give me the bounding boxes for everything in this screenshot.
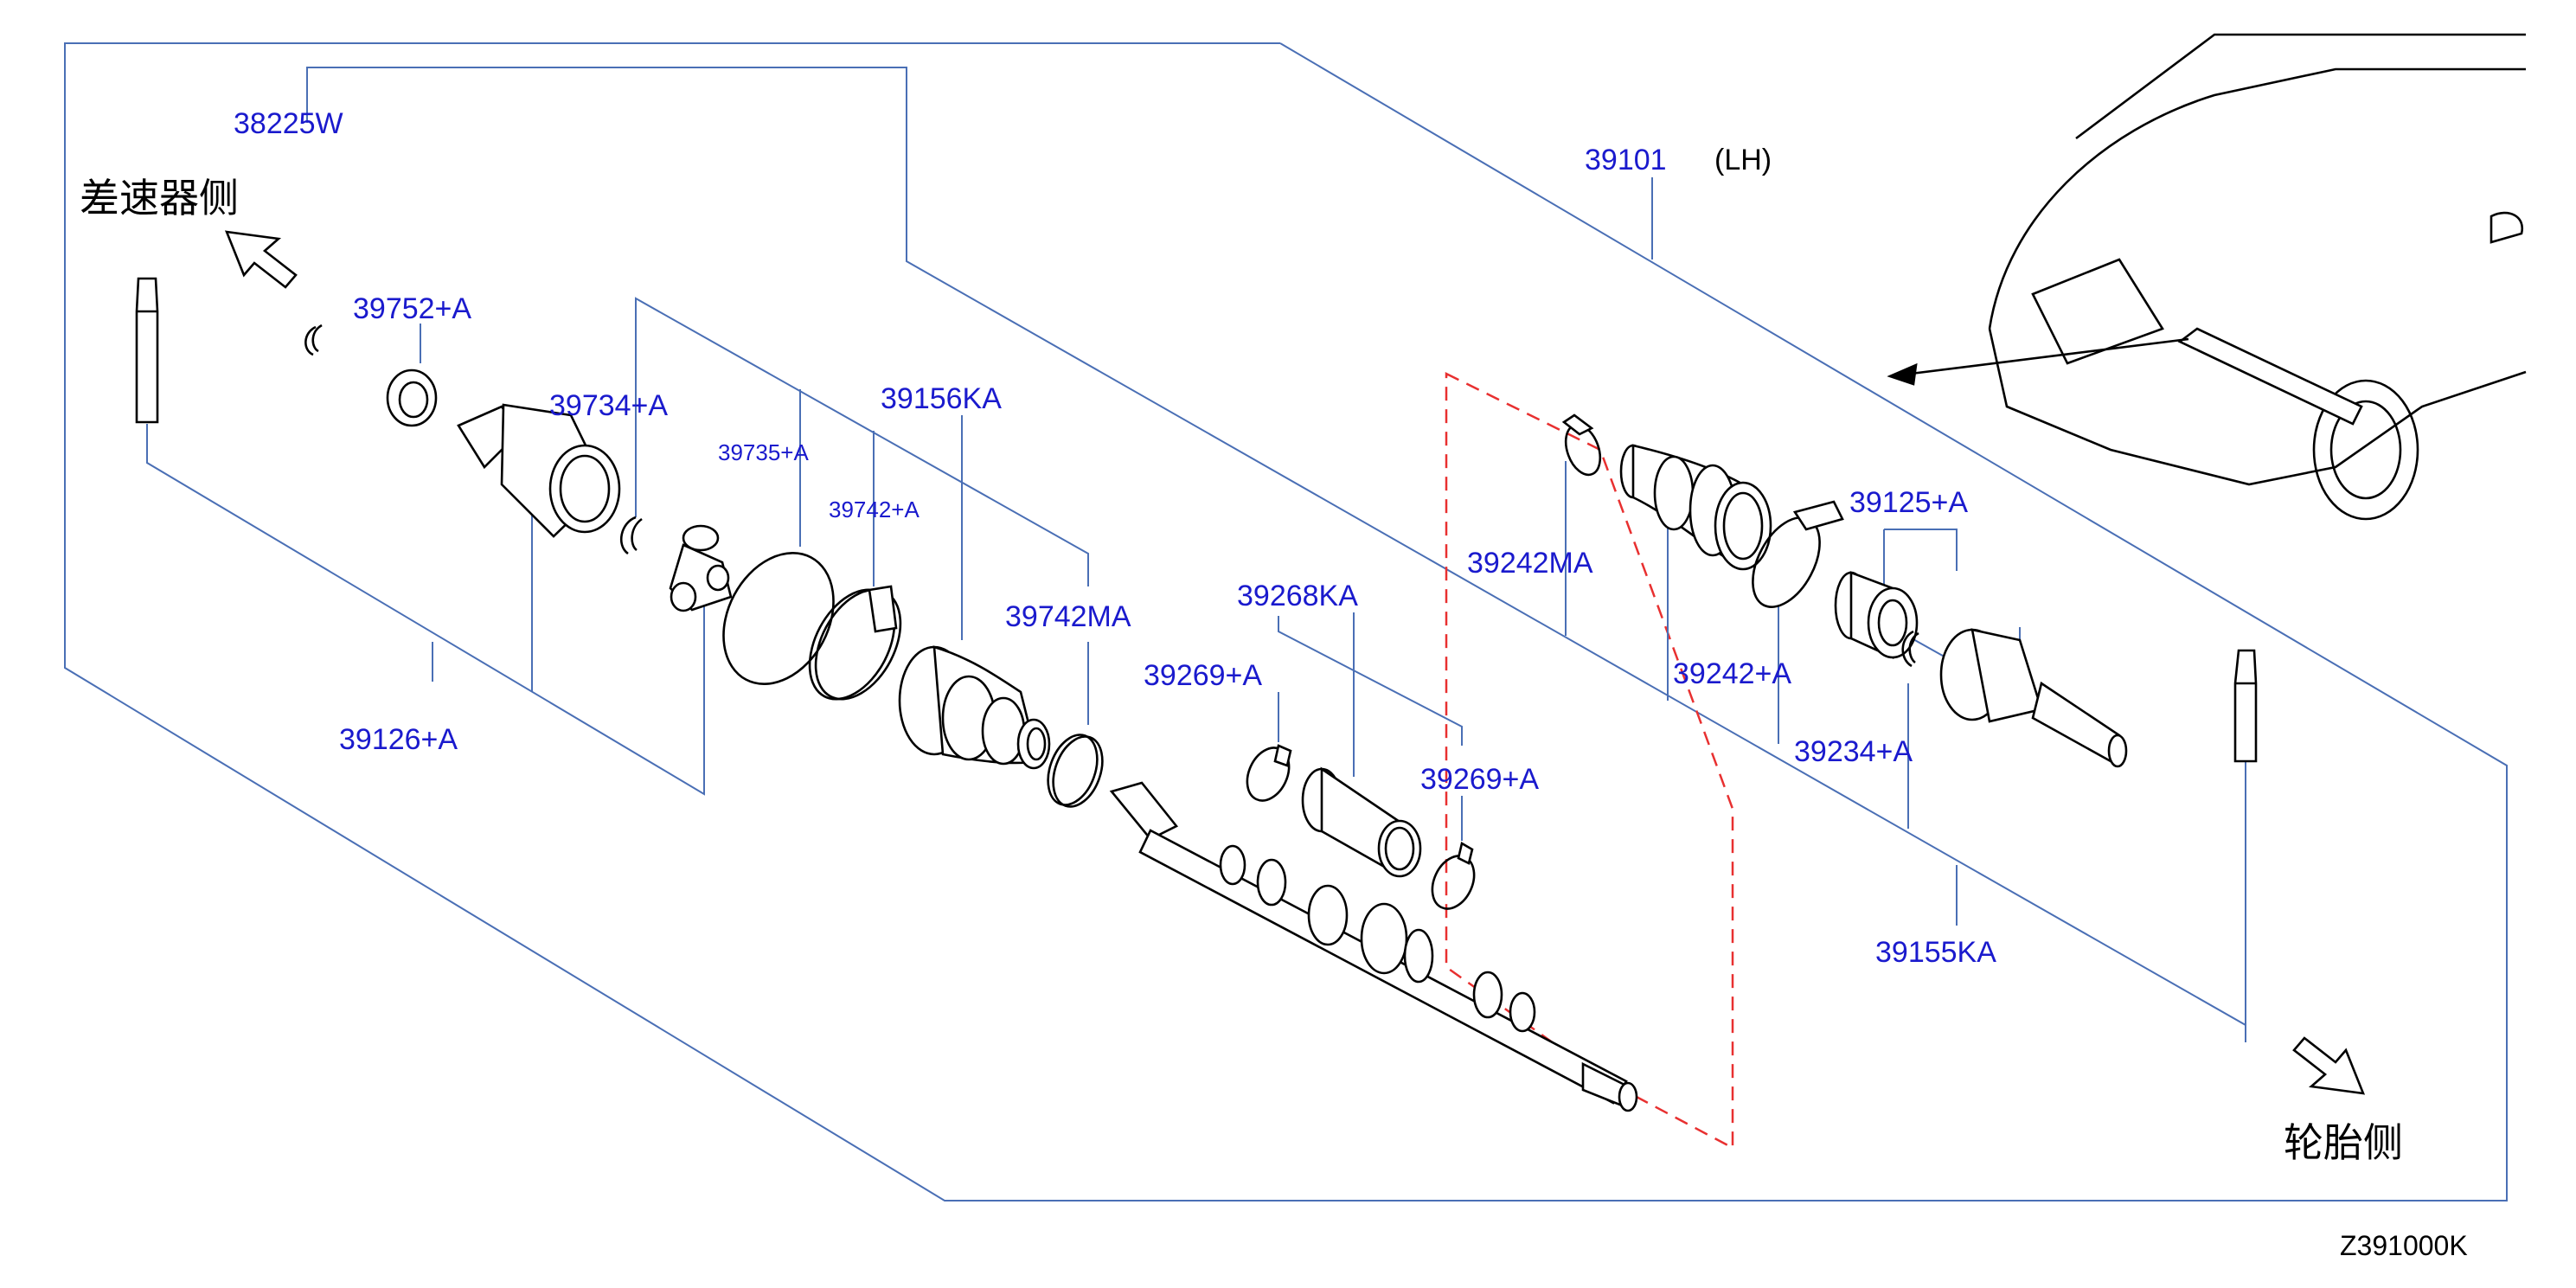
circlip-39234-part: [1901, 630, 1919, 668]
drive-shaft-part: [1109, 781, 1638, 1112]
parts-artwork: [135, 277, 2258, 1112]
outer-joint-part: [1939, 628, 2128, 768]
tripod-part: [669, 524, 733, 612]
part-39126-label[interactable]: 39126+A: [339, 723, 458, 756]
ring-39735-part: [722, 551, 835, 686]
ball-cage-part: [1834, 571, 1919, 660]
part-39155-label[interactable]: 39155KA: [1875, 936, 1996, 969]
part-39156-label[interactable]: 39156KA: [881, 382, 1002, 415]
leader-39126: [146, 424, 705, 796]
part-39742a-label[interactable]: 39742+A: [829, 497, 920, 522]
part-39268-label[interactable]: 39268KA: [1237, 580, 1358, 612]
differential-side-label: 差速器侧: [80, 175, 239, 221]
tire-side-label: 轮胎侧: [2284, 1119, 2403, 1166]
band-39242ma-part: [1561, 413, 1602, 477]
part-39269a-label[interactable]: 39269+A: [1144, 659, 1263, 692]
part-39734-label[interactable]: 39734+A: [549, 389, 669, 422]
assembly-outline: [64, 42, 2508, 1201]
outer-boot-part: [1619, 444, 1772, 571]
inner-boot-part: [898, 645, 1051, 770]
band-39242a-part: [1752, 500, 1844, 608]
part-38225w-label[interactable]: 38225W: [234, 107, 343, 140]
part-39242ma-label[interactable]: 39242MA: [1467, 547, 1593, 580]
leader-39125-top: [1884, 529, 1958, 571]
part-39234-label[interactable]: 39234+A: [1794, 735, 1913, 768]
band-39269-left-part: [1246, 744, 1292, 802]
outline-arrow-down-right-icon: [2292, 1036, 2366, 1095]
left-pin-part: [135, 277, 159, 424]
outline-arrow-up-left-icon: [224, 230, 298, 289]
snap-ring-39734-part: [619, 516, 643, 555]
seal-39752-part: [386, 368, 438, 427]
damper-part: [1301, 766, 1422, 878]
inner-joint-housing-part: [457, 403, 621, 538]
part-39269b-label[interactable]: 39269+A: [1420, 763, 1540, 796]
part-39742ma-label[interactable]: 39742MA: [1005, 600, 1131, 633]
leader-39268: [1278, 616, 1463, 746]
diagram-code: Z391000K: [2340, 1230, 2468, 1261]
assembly-39101-label[interactable]: 39101: [1585, 144, 1667, 176]
part-39242a-label[interactable]: 39242+A: [1673, 657, 1792, 690]
band-39742ma-part: [1047, 734, 1104, 808]
band-39742a-part: [808, 585, 902, 701]
assembly-outline-path: [64, 42, 2508, 1201]
leader-lines: [146, 177, 2246, 1025]
circlip-38225w-part: [304, 324, 323, 356]
part-39752-label[interactable]: 39752+A: [353, 292, 472, 325]
assembly-side-note: (LH): [1714, 144, 1772, 176]
part-39735-label[interactable]: 39735+A: [718, 439, 809, 465]
vehicle-front-quarter-icon: [1887, 33, 2527, 521]
circlip-38225w-frame: [306, 67, 2246, 1042]
right-pin-part: [2233, 649, 2258, 763]
band-39269-right-part: [1431, 841, 1476, 910]
leader-39734: [635, 297, 1089, 586]
part-39125-label[interactable]: 39125+A: [1849, 486, 1969, 519]
vehicle-pointer-arrow: [1889, 337, 2189, 378]
